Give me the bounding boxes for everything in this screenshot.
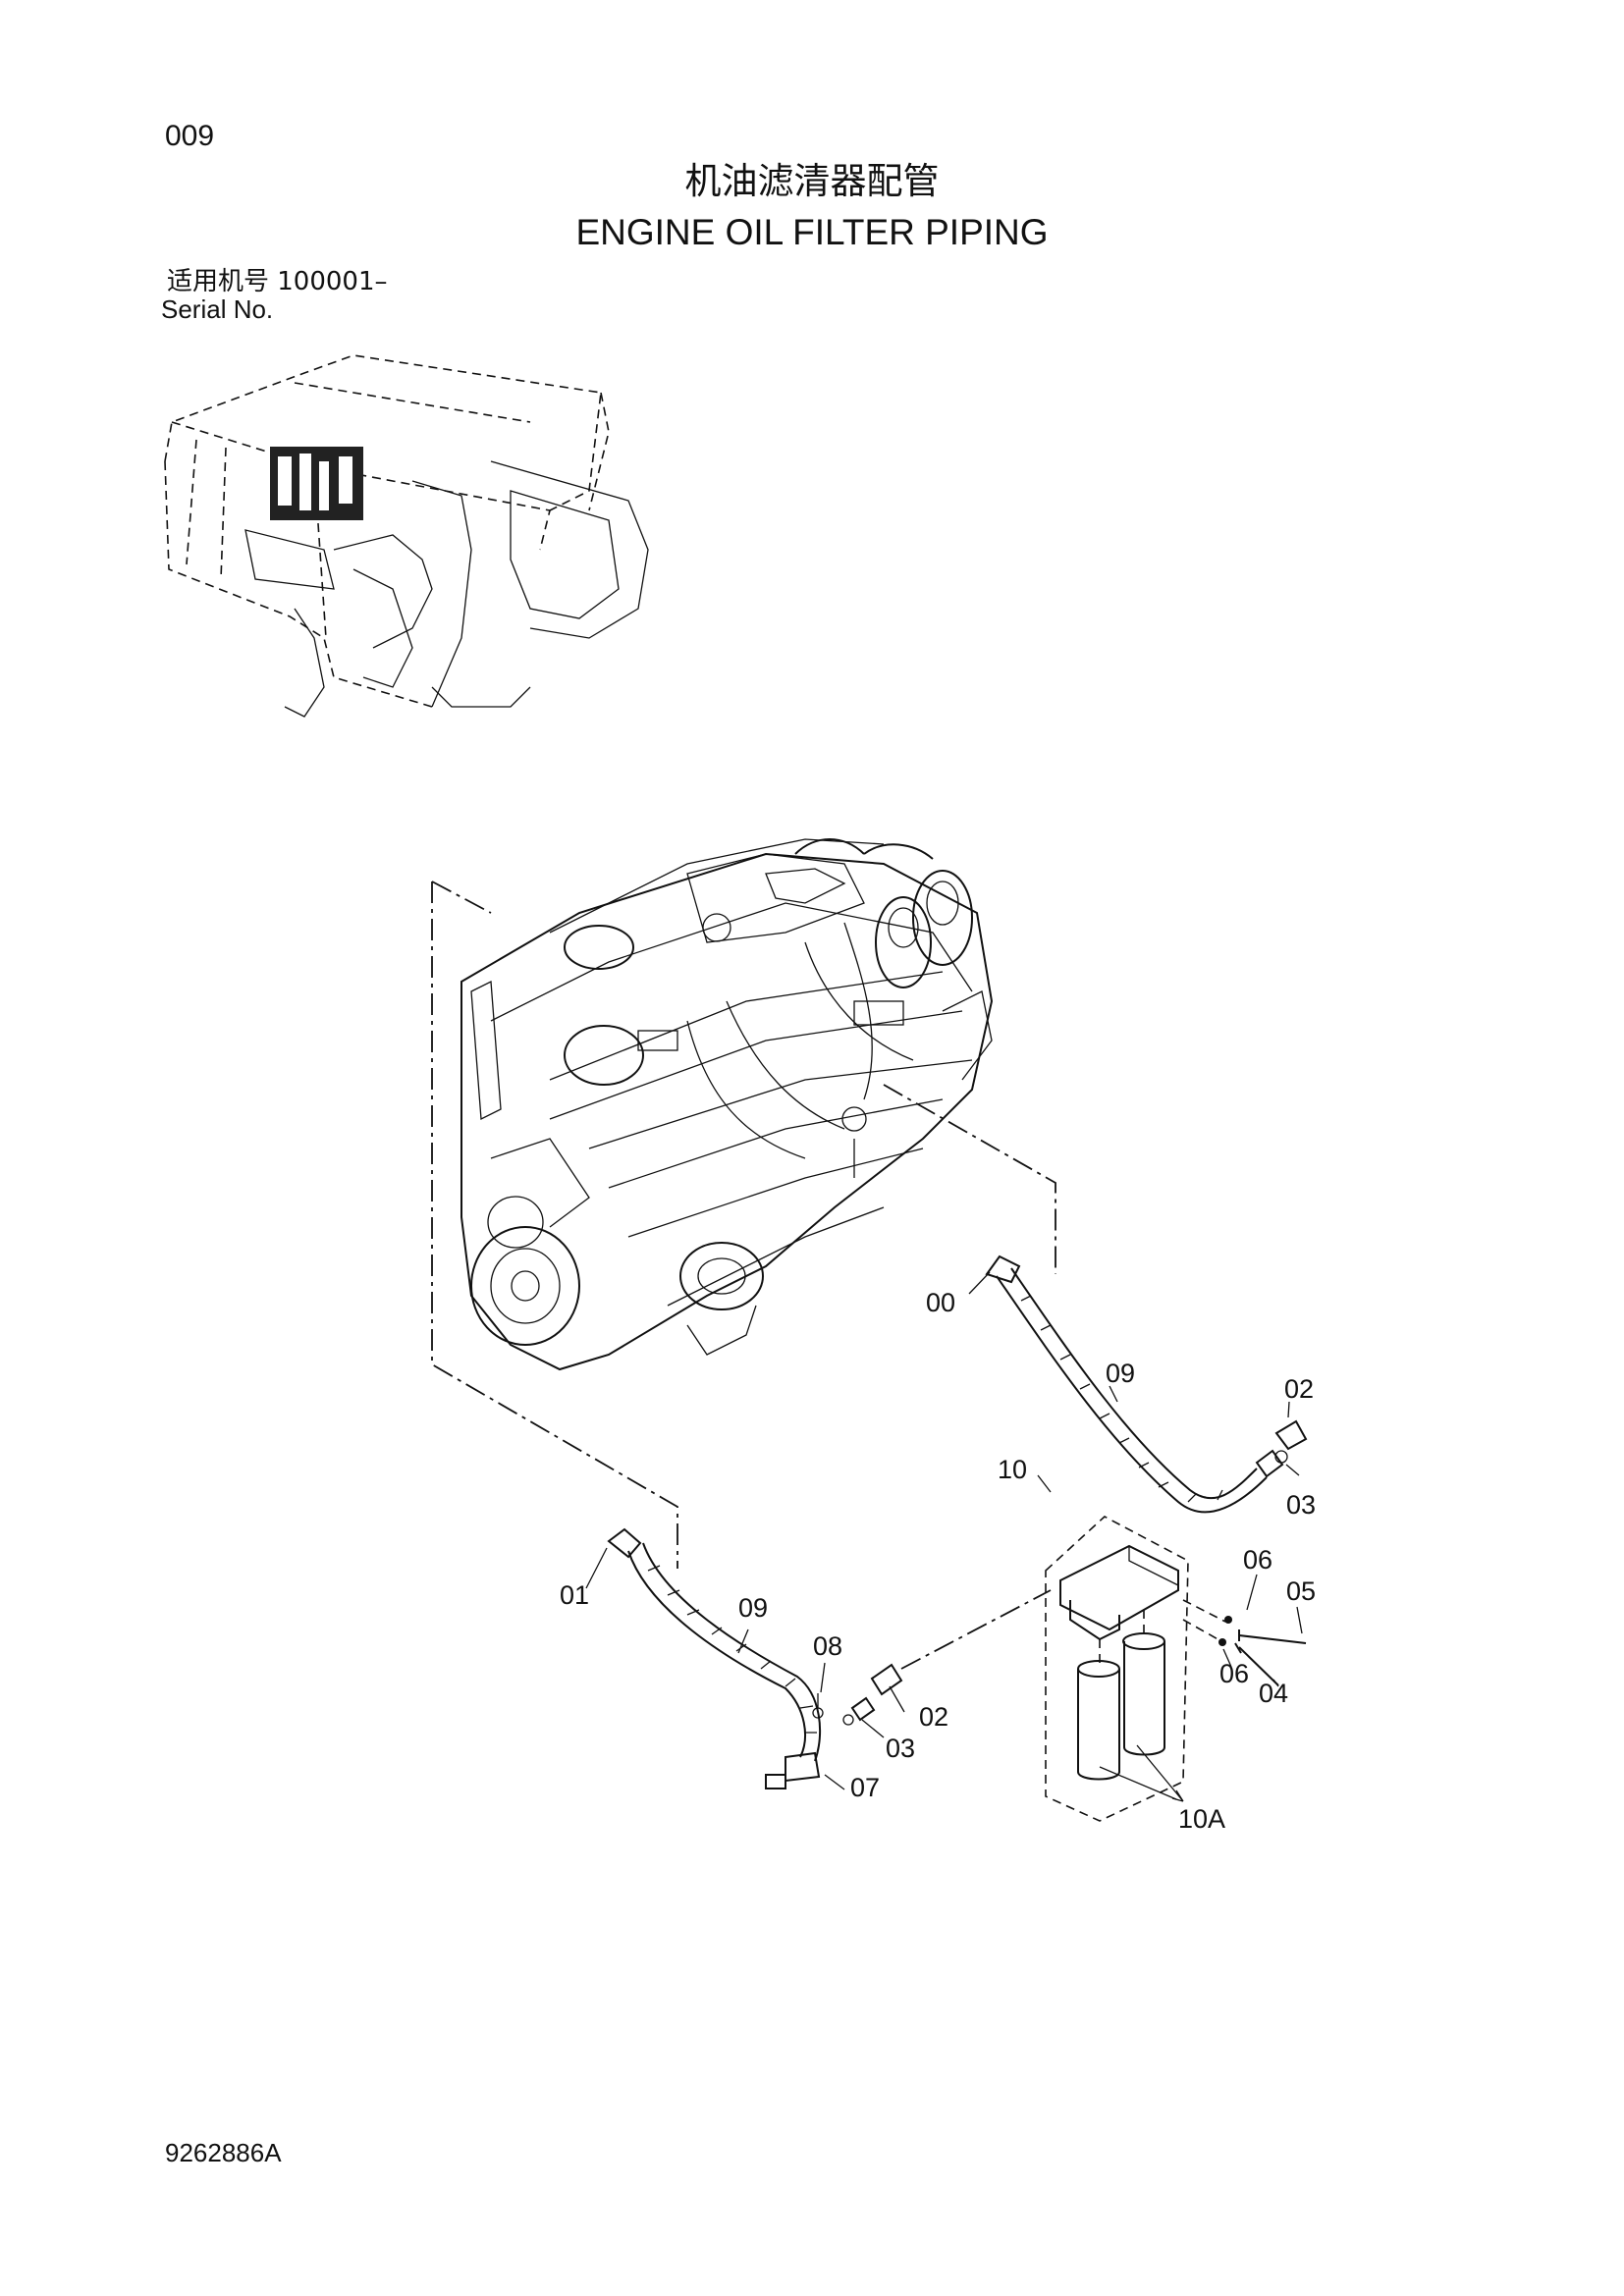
callout-leaders	[585, 1271, 1303, 1790]
engine-assembly	[460, 838, 994, 1371]
title-english: ENGINE OIL FILTER PIPING	[575, 212, 1049, 252]
callout-07: 07	[850, 1773, 880, 1802]
callout-05: 05	[1286, 1576, 1316, 1606]
callout-03-upper: 03	[1286, 1490, 1316, 1520]
return-line-fittings	[842, 1589, 1052, 1726]
callout-00: 00	[926, 1288, 955, 1317]
title-chinese: 机油滤清器配管	[684, 160, 940, 202]
serial-label-english: Serial No.	[161, 294, 274, 324]
callout-09-lower: 09	[738, 1593, 768, 1623]
mounting-bolts	[1182, 1599, 1307, 1686]
callout-10A: 10A	[1178, 1804, 1225, 1834]
callout-03-lower: 03	[886, 1734, 915, 1763]
callout-08: 08	[813, 1631, 842, 1661]
upper-oil-hose	[985, 1255, 1308, 1514]
callout-06-upper: 06	[1243, 1545, 1272, 1575]
callout-10: 10	[998, 1455, 1027, 1484]
callout-02-lower: 02	[919, 1702, 948, 1732]
page-number: 009	[165, 120, 215, 152]
callout-09-upper: 09	[1106, 1359, 1135, 1388]
machine-overview-illustration	[164, 354, 649, 718]
serial-label-chinese: 适用机号 100001–	[167, 267, 388, 296]
lower-oil-hose	[607, 1527, 824, 1789]
callout-02-upper: 02	[1284, 1374, 1314, 1404]
callout-06-lower: 06	[1219, 1659, 1249, 1688]
document-code: 9262886A	[165, 2138, 282, 2167]
oil-filter-assembly	[1045, 1516, 1189, 1822]
callout-01: 01	[560, 1580, 589, 1610]
engine-mount-outline	[431, 881, 1056, 1569]
callout-04: 04	[1259, 1679, 1288, 1708]
callout-labels: 00 09 02 10 03 06 05 01 09 08 06 04 02 0…	[560, 1288, 1316, 1834]
